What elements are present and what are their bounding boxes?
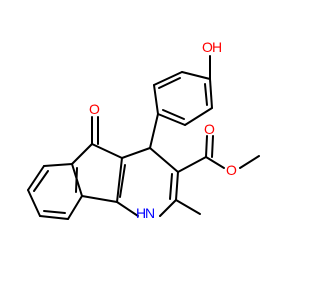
bond xyxy=(169,173,173,200)
bond xyxy=(177,156,207,173)
ring-nitrogen-label: N xyxy=(145,205,155,221)
bond xyxy=(181,71,211,80)
bond xyxy=(159,199,177,217)
bond xyxy=(119,164,126,198)
bond xyxy=(116,157,123,203)
bond xyxy=(39,215,69,220)
bond xyxy=(67,195,83,220)
bond xyxy=(184,107,213,126)
bond xyxy=(27,165,45,191)
dihydropyridine-ring xyxy=(116,147,179,217)
bond xyxy=(71,143,93,165)
bond xyxy=(204,83,208,106)
ester-ether-oxygen-label: O xyxy=(226,162,237,178)
bond xyxy=(27,189,41,217)
bond xyxy=(175,199,201,215)
bond xyxy=(43,210,66,214)
ketone-oxygen-label: O xyxy=(89,101,100,117)
bond xyxy=(162,109,185,120)
ring-nitrogen-hydrogen-label: H xyxy=(136,205,146,221)
bond xyxy=(43,163,73,167)
phenol-ring xyxy=(153,71,213,126)
bond xyxy=(239,155,260,169)
bond xyxy=(209,78,213,109)
bond xyxy=(149,113,159,149)
bond xyxy=(175,171,179,201)
bond xyxy=(205,156,225,169)
bond xyxy=(211,135,214,158)
bond xyxy=(121,147,151,159)
bond xyxy=(33,170,49,192)
molecule-diagram: O H O O O H N xyxy=(27,39,260,221)
bond xyxy=(205,135,208,158)
bond xyxy=(75,167,78,193)
bond xyxy=(91,143,123,159)
bond xyxy=(149,147,179,173)
bond xyxy=(81,195,118,203)
bond xyxy=(116,201,139,217)
hydroxyl-hydrogen-label: H xyxy=(212,39,222,55)
benzo-ring xyxy=(27,163,83,220)
bond xyxy=(153,71,183,86)
molecule-canvas: O H O O O H N xyxy=(27,39,260,221)
bond xyxy=(158,77,181,89)
bond xyxy=(157,113,186,126)
ester-carbonyl-oxygen-label: O xyxy=(204,121,215,137)
hydroxyl-oxygen-label: O xyxy=(202,39,213,55)
indenone-ring xyxy=(71,116,123,203)
bond xyxy=(153,84,159,115)
